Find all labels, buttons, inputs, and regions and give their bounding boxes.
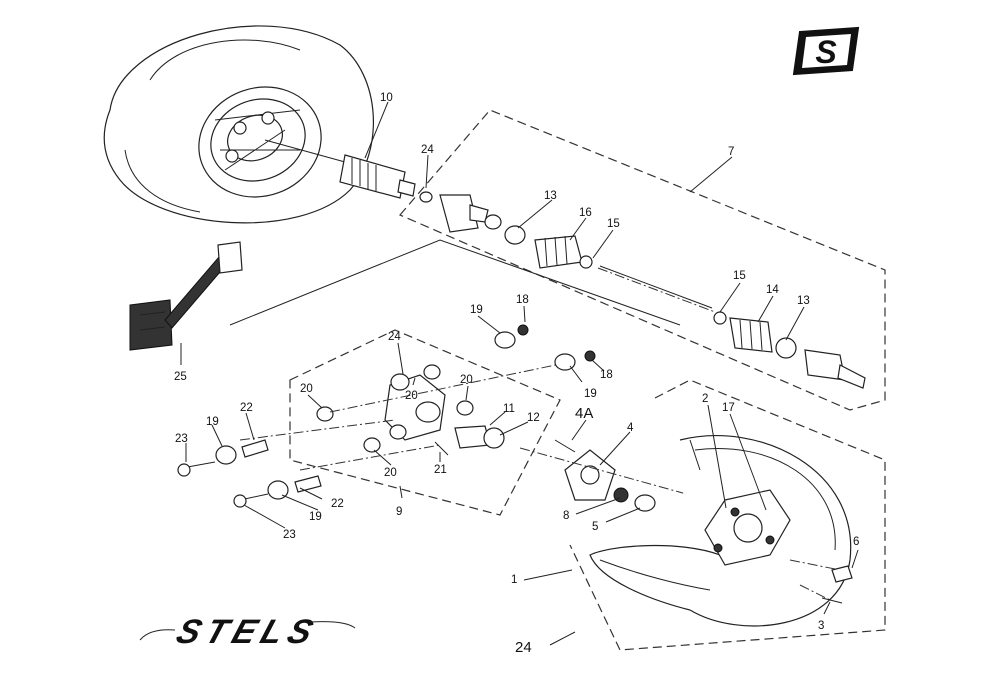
label-20-left: 20 xyxy=(300,383,313,395)
label-8: 8 xyxy=(563,510,569,522)
label-14: 14 xyxy=(766,284,779,296)
label-23-bottom: 23 xyxy=(283,529,296,541)
label-2: 2 xyxy=(702,393,708,405)
label-19-top: 19 xyxy=(470,304,483,316)
label-10: 10 xyxy=(380,92,393,104)
hub-4-and-bolt-4a xyxy=(519,439,691,512)
label-24-top: 24 xyxy=(421,144,434,156)
label-15-left: 15 xyxy=(607,218,620,230)
leader-lines xyxy=(180,101,859,646)
wheel-assembly-boundary xyxy=(569,379,886,651)
brand-badge-letter: S xyxy=(815,34,837,70)
label-18-top: 18 xyxy=(516,294,529,306)
stels-wordmark-logo: STELS xyxy=(139,613,356,651)
label-22-top: 22 xyxy=(240,402,253,414)
drive-shaft-10 xyxy=(264,139,416,199)
label-20-bottom: 20 xyxy=(384,467,397,479)
label-23-top: 23 xyxy=(175,433,188,445)
label-1: 1 xyxy=(511,574,517,586)
knuckle-assembly-parts xyxy=(239,324,596,471)
brand-badge-logo: S xyxy=(792,26,860,76)
label-9: 9 xyxy=(396,506,402,518)
label-20-right: 20 xyxy=(460,374,473,386)
label-4a: 4A xyxy=(575,405,593,422)
label-19-bottom: 19 xyxy=(309,511,322,523)
label-6: 6 xyxy=(853,536,859,548)
label-24-middle: 24 xyxy=(388,331,401,343)
label-19-right: 19 xyxy=(584,388,597,400)
label-25: 25 xyxy=(174,371,187,383)
label-19-left: 19 xyxy=(206,416,219,428)
label-17: 17 xyxy=(722,402,735,414)
label-18-right: 18 xyxy=(600,369,613,381)
label-7: 7 xyxy=(728,146,734,158)
cv-axle-parts xyxy=(419,191,866,389)
stels-wordmark-text: STELS xyxy=(172,613,324,651)
label-22-bottom: 22 xyxy=(331,498,344,510)
part-25-shaft-bracket xyxy=(129,241,243,351)
label-12: 12 xyxy=(527,412,540,424)
cv-axle-kit-boundary xyxy=(399,109,886,411)
label-15-right: 15 xyxy=(733,270,746,282)
label-4: 4 xyxy=(627,422,634,434)
lower-wheel-illustration xyxy=(589,435,853,627)
label-24-bottom: 24 xyxy=(515,639,532,656)
upper-wheel-illustration xyxy=(103,25,374,224)
left-hardware-parts xyxy=(177,439,322,508)
label-11: 11 xyxy=(503,403,515,415)
assembly-plane-outline xyxy=(229,239,681,326)
label-13-left: 13 xyxy=(544,190,557,202)
label-20-top: 20 xyxy=(405,390,418,402)
label-16: 16 xyxy=(579,207,592,219)
label-21: 21 xyxy=(434,464,447,476)
label-5: 5 xyxy=(592,521,598,533)
part-labels: 10 24 7 13 16 15 15 14 13 18 19 24 18 19… xyxy=(174,92,859,656)
label-13-right: 13 xyxy=(797,295,810,307)
label-3: 3 xyxy=(818,620,824,632)
